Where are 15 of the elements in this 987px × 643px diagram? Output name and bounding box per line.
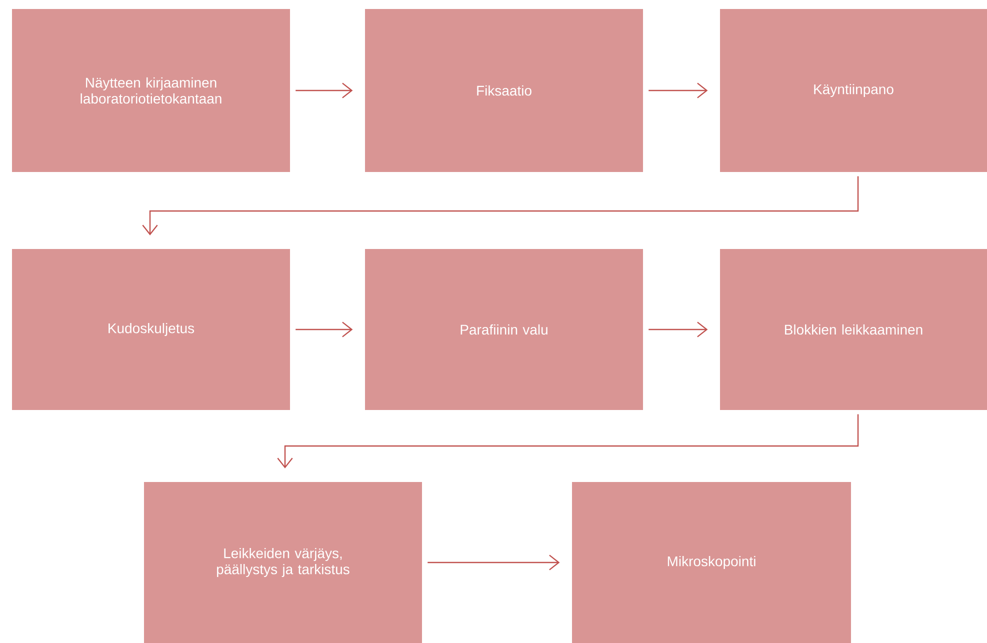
arrow	[428, 554, 560, 570]
process-box: Mikroskopointi	[572, 482, 852, 643]
process-box: Parafiinin valu	[365, 249, 643, 410]
process-box: Käyntiinpano	[720, 9, 987, 172]
arrow	[648, 82, 708, 98]
arrow	[277, 414, 859, 468]
arrow	[142, 176, 859, 236]
process-box: Fiksaatio	[365, 9, 643, 172]
process-box: Blokkien leikkaaminen	[720, 249, 987, 410]
process-box: Kudoskuljetus	[12, 249, 290, 410]
arrow	[296, 322, 353, 338]
process-box: Näytteen kirjaaminen laboratoriotietokantaan	[12, 9, 290, 172]
arrow	[296, 82, 353, 98]
process-box: Leikkeiden värjäys, päällystys ja tarkistus	[144, 482, 422, 643]
arrow	[648, 322, 708, 338]
